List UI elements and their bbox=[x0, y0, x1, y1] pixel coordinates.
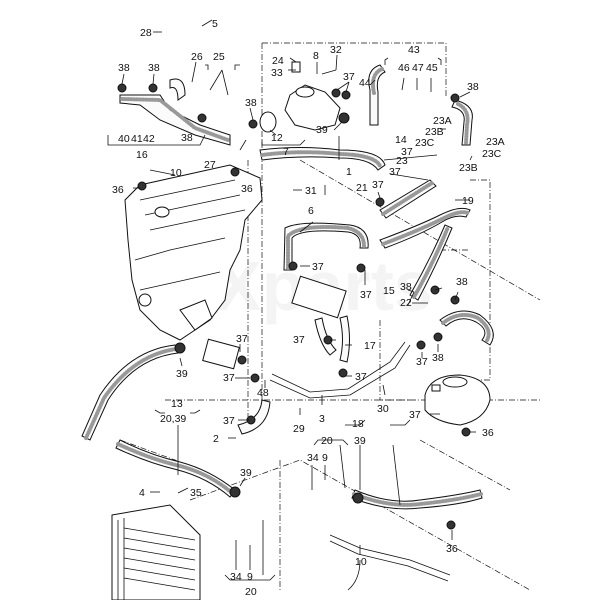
callout-23a: 23A bbox=[433, 115, 452, 127]
callout-38: 38 bbox=[467, 81, 479, 93]
callout-37: 37 bbox=[343, 71, 355, 83]
callout-32: 32 bbox=[330, 44, 342, 56]
callout-23: 23 bbox=[396, 155, 408, 167]
callout-38: 38 bbox=[181, 132, 193, 144]
callout-21: 21 bbox=[356, 182, 368, 194]
expansion-tank bbox=[424, 374, 491, 426]
callout-14: 14 bbox=[395, 134, 407, 146]
callout-8: 8 bbox=[313, 50, 319, 62]
callout-28: 28 bbox=[140, 27, 152, 39]
callout-13: 13 bbox=[171, 398, 183, 410]
callout-47: 47 bbox=[412, 62, 424, 74]
callout-39: 39 bbox=[354, 435, 366, 447]
callout-46: 46 bbox=[398, 62, 410, 74]
callout-23b: 23B bbox=[425, 126, 444, 138]
callout-34: 34 bbox=[230, 571, 242, 583]
heat-exchanger bbox=[202, 338, 240, 370]
callout-39: 39 bbox=[240, 467, 252, 479]
leader-lines bbox=[107, 19, 476, 581]
callout-23b: 23B bbox=[459, 162, 478, 174]
callout-42: 42 bbox=[143, 133, 155, 145]
callout-16: 16 bbox=[136, 149, 148, 161]
callout-4: 4 bbox=[139, 487, 145, 499]
callout-10: 10 bbox=[355, 556, 367, 568]
callout-38: 38 bbox=[118, 62, 130, 74]
radiator bbox=[111, 504, 201, 600]
callout-22: 22 bbox=[400, 297, 412, 309]
callout-33: 33 bbox=[271, 67, 283, 79]
callout-10: 10 bbox=[170, 167, 182, 179]
callout-37: 37 bbox=[223, 415, 235, 427]
callout-37: 37 bbox=[416, 356, 428, 368]
callout-37: 37 bbox=[312, 261, 324, 273]
callout-1: 1 bbox=[346, 166, 352, 178]
callout-labels: 28 5 26 25 38 38 38 38 40 41 42 16 27 10… bbox=[112, 18, 505, 598]
callout-3: 3 bbox=[319, 413, 325, 425]
callout-17: 17 bbox=[364, 340, 376, 352]
callout-37: 37 bbox=[372, 179, 384, 191]
callout-37: 37 bbox=[401, 146, 413, 158]
callout-44: 44 bbox=[359, 77, 371, 89]
callout-38: 38 bbox=[400, 281, 412, 293]
callout-9: 9 bbox=[247, 571, 253, 583]
callout-40: 40 bbox=[118, 133, 130, 145]
callout-20: 20 bbox=[321, 435, 333, 447]
callout-45: 45 bbox=[426, 62, 438, 74]
callout-38: 38 bbox=[432, 352, 444, 364]
callout-37: 37 bbox=[389, 166, 401, 178]
callout-37: 37 bbox=[223, 372, 235, 384]
callout-29: 29 bbox=[293, 423, 305, 435]
coolant-pipes bbox=[269, 341, 451, 591]
callout-37: 37 bbox=[409, 409, 421, 421]
oil-cooler bbox=[291, 275, 347, 319]
callout-7: 7 bbox=[283, 146, 289, 158]
callout-37: 37 bbox=[360, 289, 372, 301]
callout-43: 43 bbox=[408, 44, 420, 56]
callout-23c: 23C bbox=[415, 137, 435, 149]
callout-36: 36 bbox=[241, 183, 253, 195]
callout-20-39: 20,39 bbox=[160, 413, 186, 425]
callout-36: 36 bbox=[446, 543, 458, 555]
callout-35: 35 bbox=[190, 487, 202, 499]
callout-37: 37 bbox=[355, 371, 367, 383]
callout-6: 6 bbox=[308, 205, 314, 217]
callout-26: 26 bbox=[191, 51, 203, 63]
callout-38: 38 bbox=[456, 276, 468, 288]
callout-15: 15 bbox=[383, 285, 395, 297]
callout-9: 9 bbox=[322, 452, 328, 464]
callout-18: 18 bbox=[352, 418, 364, 430]
callout-27: 27 bbox=[204, 159, 216, 171]
callout-30: 30 bbox=[377, 403, 389, 415]
hoses bbox=[81, 64, 494, 510]
callout-2: 2 bbox=[213, 433, 219, 445]
engine-block bbox=[124, 164, 263, 341]
callout-38: 38 bbox=[148, 62, 160, 74]
callout-12: 12 bbox=[271, 132, 283, 144]
callout-36: 36 bbox=[112, 184, 124, 196]
callout-24: 24 bbox=[272, 55, 284, 67]
callout-38: 38 bbox=[245, 97, 257, 109]
callout-5: 5 bbox=[212, 18, 218, 30]
callout-31: 31 bbox=[305, 185, 317, 197]
callout-39: 39 bbox=[176, 368, 188, 380]
callout-23a: 23A bbox=[486, 136, 505, 148]
callout-41: 41 bbox=[131, 133, 143, 145]
hose-clamps bbox=[117, 83, 471, 530]
callout-36: 36 bbox=[482, 427, 494, 439]
callout-20: 20 bbox=[245, 586, 257, 598]
callout-37: 37 bbox=[236, 333, 248, 345]
coolant-flange bbox=[259, 61, 341, 133]
callout-19: 19 bbox=[462, 195, 474, 207]
callout-48: 48 bbox=[257, 387, 269, 399]
callout-34: 34 bbox=[307, 452, 319, 464]
callout-39: 39 bbox=[316, 124, 328, 136]
callout-23c: 23C bbox=[482, 148, 502, 160]
callout-25: 25 bbox=[213, 51, 225, 63]
callout-37: 37 bbox=[293, 334, 305, 346]
